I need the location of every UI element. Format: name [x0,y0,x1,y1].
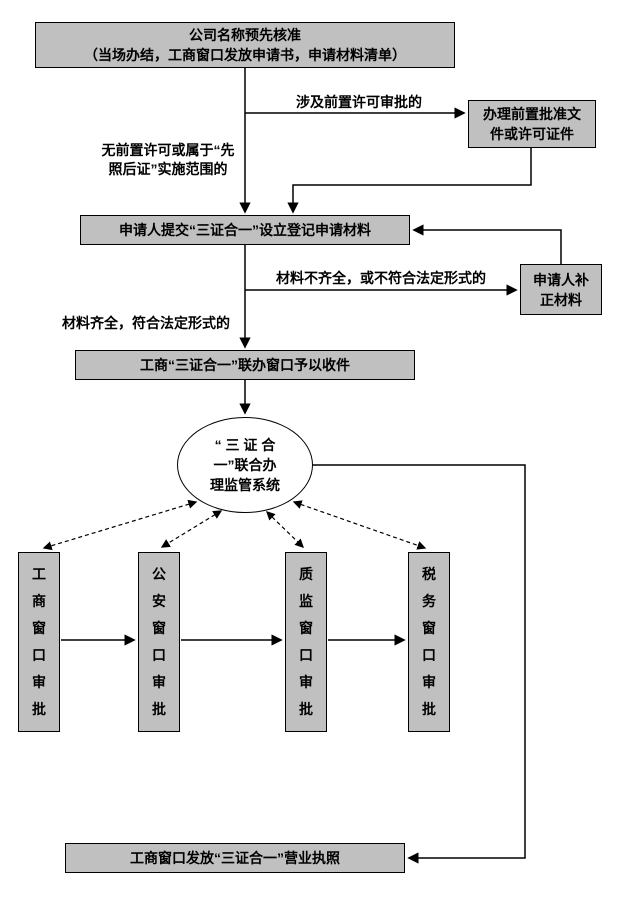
edge-system-tax-dashed-arrow [292,500,427,550]
label-no-pre-permit: 无前置许可或属于“先 照后证”实施范围的 [101,142,235,177]
node-issue-license: 工商窗口发放“三证合一”营业执照 [65,843,405,873]
dept-quality-supervision-label: 质监窗口审批 [299,566,313,717]
dept-public-security-label: 公安窗口审批 [152,566,166,717]
node-supplement-materials: 申请人补 正材料 [520,264,602,315]
edge-pre-permit-to-submit-arrow [287,148,532,214]
label-materials-complete: 材料齐全，符合法定形式的 [62,315,230,331]
node-dept-public-security: 公安窗口审批 [138,552,180,732]
node-dept-industry-commerce: 工商窗口审批 [18,552,60,732]
node-joint-supervision-system: “ 三 证 合 一”联合办 理监管系统 [177,417,313,513]
node-pre-permit: 办理前置批准文 件或许可证件 [468,100,596,148]
label-pre-permit-branch: 涉及前置许可审批的 [296,94,422,110]
node-name-preapproval: 公司名称预先核准 （当场办结，工商窗口发放申请书，申请材料清单） [35,22,455,68]
node-dept-tax: 税务窗口审批 [408,552,450,732]
edge-system-industry-commerce-dashed-arrow [42,499,198,551]
label-materials-incomplete: 材料不齐全，或不符合法定形式的 [276,270,486,286]
edge-system-to-license-arrow [313,464,526,864]
dept-industry-commerce-label: 工商窗口审批 [32,566,46,717]
edge-system-public-security-dashed-arrow [160,510,223,548]
node-acceptance-window: 工商“三证合一”联办窗口予以收件 [75,350,415,380]
node-dept-quality-supervision: 质监窗口审批 [285,552,327,732]
dept-tax-label: 税务窗口审批 [422,566,436,717]
edge-system-quality-dashed-arrow [266,511,304,548]
node-submit-materials: 申请人提交“三证合一”设立登记申请材料 [80,215,410,245]
edge-supplement-to-submit-arrow [412,224,562,264]
